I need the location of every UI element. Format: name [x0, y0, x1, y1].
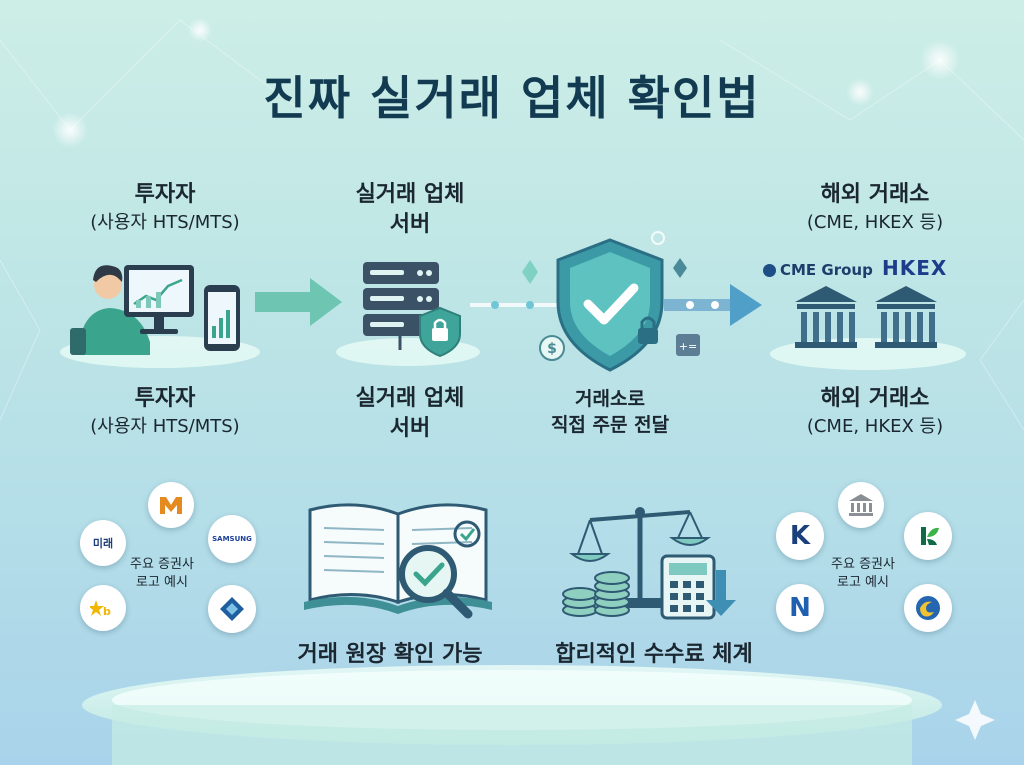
investor-title-2: 투자자	[134, 386, 196, 411]
broker-logo-kb: b	[80, 585, 126, 631]
fee-caption: 합리적인 수수료 체계	[555, 642, 753, 667]
diamond-logo-icon	[220, 597, 244, 621]
server-title: 실거래 업체	[355, 182, 465, 207]
svg-text:$: $	[547, 341, 557, 357]
exchange-title: 해외 거래소	[820, 182, 930, 207]
bank-building-icon-2	[875, 286, 937, 348]
coins-stack-icon	[562, 571, 630, 617]
svg-text:+=: +=	[679, 340, 697, 353]
globe-icon	[763, 263, 776, 277]
shield-caption: 거래소로 직접 주문 전달	[520, 386, 700, 438]
page-title: 진짜 실거래 업체 확인법	[263, 71, 761, 125]
server-title2: 서버	[389, 212, 431, 237]
m-logo-icon	[160, 497, 182, 514]
balance-scale-icon	[569, 507, 711, 608]
leaf-logo-icon	[921, 527, 939, 545]
broker-note-right: 주요 증권사 로고 예시	[831, 557, 895, 590]
server-title-2: 실거래 업체	[355, 386, 465, 411]
shield-check-icon	[556, 238, 664, 372]
exchange-title-2: 해외 거래소	[820, 386, 930, 411]
phone-chart-icon	[204, 285, 240, 351]
server-label-top: 실거래 업체 서버	[320, 180, 500, 240]
broker-logo-k: K	[776, 512, 824, 560]
bank-small-icon	[849, 494, 873, 516]
flow-illustration: $ +=	[60, 231, 966, 372]
broker-logo-m	[148, 482, 194, 528]
shield-caption-line2: 직접 주문 전달	[550, 414, 670, 436]
exchange-subtitle-2: (CME, HKEX 등)	[806, 416, 944, 437]
calculator-small-icon: +=	[676, 334, 700, 356]
server-title2-2: 서버	[389, 416, 431, 441]
swirl-logo-icon	[916, 596, 940, 620]
broker-logo-diamond	[208, 585, 256, 633]
calculator-icon	[660, 554, 736, 620]
exchange-subtitle: (CME, HKEX 등)	[806, 212, 944, 233]
broker-logo-mirae: 미래	[80, 520, 126, 566]
broker-logo-samsung: SAMSUNG	[208, 515, 256, 563]
magnifier-check-icon	[399, 545, 473, 619]
broker-logo-leaf	[904, 512, 952, 560]
exchange-label-top: 해외 거래소 (CME, HKEX 등)	[770, 180, 980, 236]
bank-building-icon	[795, 286, 857, 348]
broker-logo-n: N	[776, 584, 824, 632]
broker-logo-bank	[838, 482, 884, 528]
investor-person-icon	[70, 265, 150, 355]
investor-subtitle: (사용자 HTS/MTS)	[90, 212, 240, 233]
server-icon	[363, 262, 461, 358]
monitor-chart-icon	[124, 265, 194, 334]
kb-star-icon: b	[90, 600, 111, 618]
investor-subtitle-2: (사용자 HTS/MTS)	[90, 416, 240, 437]
investor-title: 투자자	[134, 182, 196, 207]
ledger-caption: 거래 원장 확인 가능	[297, 642, 483, 667]
server-label-bottom: 실거래 업체 서버	[320, 384, 500, 444]
hkex-logo: HKEX	[882, 256, 948, 280]
broker-note-left: 주요 증권사 로고 예시	[130, 557, 194, 590]
bottom-illustration	[304, 503, 736, 620]
shield-caption-line1: 거래소로	[575, 388, 645, 410]
exchange-label-bottom: 해외 거래소 (CME, HKEX 등)	[770, 384, 980, 440]
investor-label-bottom: 투자자 (사용자 HTS/MTS)	[60, 384, 270, 440]
check-circle-icon	[453, 520, 481, 548]
investor-label-top: 투자자 (사용자 HTS/MTS)	[60, 180, 270, 236]
dollar-coin-icon: $	[539, 335, 565, 361]
broker-logo-swirl	[904, 584, 952, 632]
svg-text:b: b	[103, 605, 111, 618]
cme-logo: CME Group	[763, 258, 873, 282]
